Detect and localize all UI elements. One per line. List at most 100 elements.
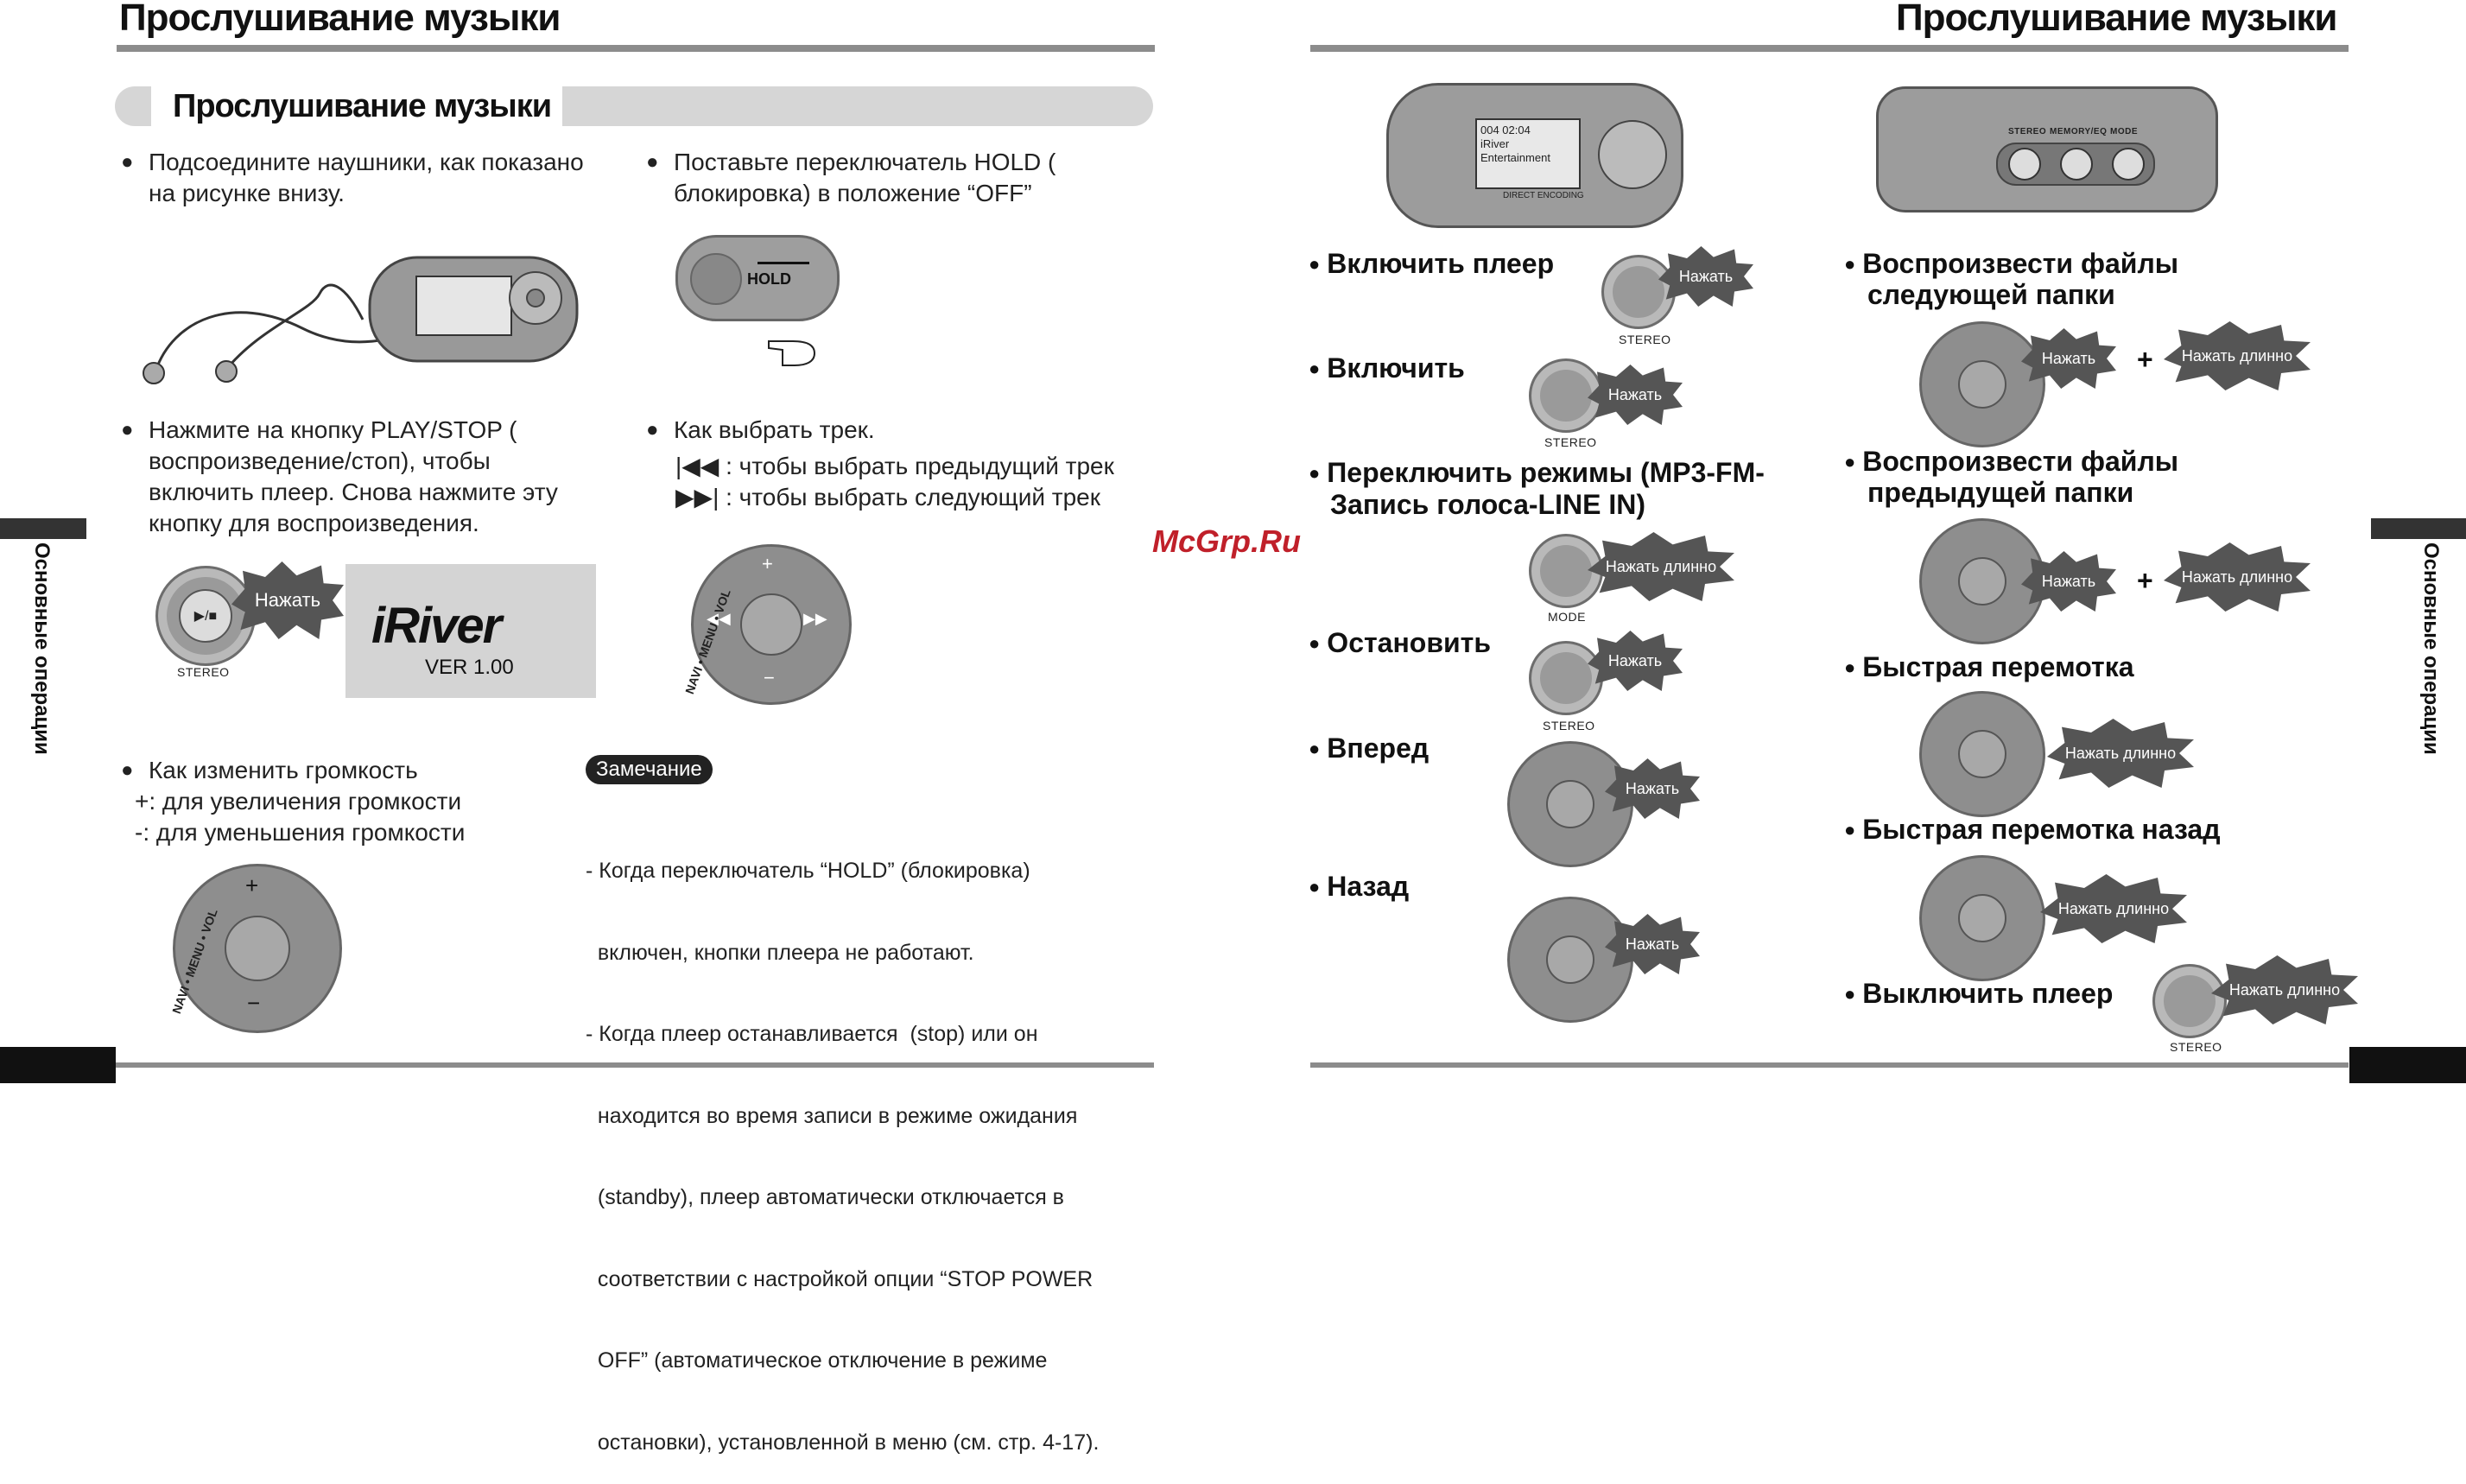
track-prev-row: |◀◀ : чтобы выбрать предыдущий трек: [675, 451, 1114, 482]
nav-pad-track-symbols: + − ◀◀ ▶▶: [691, 544, 846, 700]
pad-plus-icon: +: [762, 553, 773, 574]
press-burst-2: Нажать: [1588, 365, 1683, 425]
bullet-play-line1: Нажмите на кнопку PLAY/STOP (: [149, 416, 517, 443]
bullet-volume: Как изменить громкость +: для увеличения…: [121, 755, 465, 848]
note-line-1: - Когда переключатель “HOLD” (блокировка…: [586, 859, 1030, 883]
note-badge: Замечание: [586, 755, 713, 784]
back-pad: [1507, 897, 1633, 1023]
nav-pad-volume: [173, 864, 342, 1033]
logo-text: iRiver: [371, 598, 502, 654]
nav-pad-volume-symbols: + −: [173, 864, 337, 1028]
track-prev-text: : чтобы выбрать предыдущий трек: [726, 453, 1114, 479]
press-long-burst-r2: Нажать длинно: [2164, 542, 2311, 612]
fast-forward-pad: [1919, 691, 2045, 817]
note-line-7: OFF” (автоматическое отключение в режиме: [586, 1348, 1048, 1373]
next-folder-pad: [1919, 321, 2045, 447]
player-with-earphones-illustration: [143, 256, 579, 384]
left-side-tab-bar: [0, 518, 86, 539]
track-next-text: : чтобы выбрать следующий трек: [726, 484, 1101, 511]
action-prev-folder-line2: предыдущей папки: [1867, 477, 2134, 508]
bullet-hold: Поставьте переключатель HOLD ( блокировк…: [646, 147, 1056, 209]
caption-r5: STEREO: [2170, 1040, 2222, 1054]
note-line-5: (standby), плеер автоматически отключает…: [586, 1185, 1064, 1209]
action-prev-folder: Воспроизвести файлы: [1844, 446, 2178, 480]
action-power-on: Включить: [1309, 352, 1465, 387]
bullet-hold-line1: Поставьте переключатель HOLD (: [674, 149, 1056, 175]
top-button-ab: [2060, 148, 2093, 181]
action-switch-modes: Переключить режимы (MP3-FM-: [1309, 457, 1765, 491]
action-back: Назад: [1309, 871, 1409, 905]
note-text: - Когда переключатель “HOLD” (блокировка…: [586, 803, 1099, 1484]
action-power-on-player: Включить плеер: [1309, 248, 1554, 282]
action-next-folder: Воспроизвести файлы: [1844, 248, 2178, 282]
pad-prev-icon: ◀◀: [707, 610, 731, 627]
action-forward: Вперед: [1309, 732, 1429, 767]
left-bottom-tab: [0, 1047, 116, 1083]
caption-2: STEREO: [1544, 435, 1597, 449]
left-title-rule: [117, 45, 1155, 52]
top-button-mode: [2112, 148, 2145, 181]
section-title: Прослушивание музыки: [173, 88, 552, 124]
note-line-4: находится во время записи в режиме ожида…: [586, 1103, 1078, 1128]
bullet-connect: Подсоедините наушники, как показано на р…: [121, 147, 584, 209]
bullet-connect-line1: Подсоедините наушники, как показано: [149, 149, 584, 175]
device-screen-line1: 004 02:04: [1480, 124, 1531, 136]
track-next-row: ▶▶| : чтобы выбрать следующий трек: [675, 482, 1100, 513]
bullet-play: Нажмите на кнопку PLAY/STOP ( воспроизве…: [121, 415, 558, 539]
action-rewind: Быстрая перемотка назад: [1844, 814, 2220, 848]
device-screen-line3: Entertainment: [1480, 151, 1550, 164]
caption-1: STEREO: [1619, 333, 1671, 346]
stop-button: [1529, 641, 1603, 715]
bullet-play-line3: включить плеер. Снова нажмите эту: [149, 479, 558, 505]
right-page-title: Прослушивание музыки: [1896, 0, 2337, 39]
volume-minus-icon: −: [247, 990, 261, 1016]
version-text: VER 1.00: [425, 656, 514, 679]
power-off-button: [2152, 964, 2227, 1038]
left-side-tab: Основные операции: [30, 542, 54, 755]
action-next-folder-line2: следующей папки: [1867, 279, 2115, 310]
right-side-tab-bar: [2371, 518, 2466, 539]
plus-r1: +: [2137, 344, 2153, 375]
bullet-play-line4: кнопку для воспроизведения.: [149, 510, 479, 536]
prev-folder-pad: [1919, 518, 2045, 644]
pad-minus-icon: −: [764, 667, 775, 688]
bullet-connect-line2: на рисунке внизу.: [149, 180, 345, 206]
pad-next-icon: ▶▶: [803, 610, 827, 627]
right-side-tab: Основные операции: [2419, 542, 2443, 755]
bullet-volume-line1: Как изменить громкость: [149, 757, 418, 783]
note-line-8: остановки), установленной в меню (см. ст…: [586, 1430, 1100, 1455]
device-screen: 004 02:04 iRiver Entertainment: [1475, 118, 1581, 189]
press-long-burst-r4: Нажать длинно: [2040, 874, 2187, 943]
left-bottom-rule: [116, 1062, 1154, 1068]
rewind-pad: [1919, 855, 2045, 981]
top-label-stereo: STEREO: [2008, 127, 2047, 136]
bullet-track: Как выбрать трек.: [646, 415, 875, 446]
press-long-burst-r5: Нажать длинно: [2211, 955, 2358, 1024]
device-footer: DIRECT ENCODING: [1503, 191, 1584, 200]
right-bottom-tab: [2349, 1047, 2466, 1083]
press-long-burst-r1: Нажать длинно: [2164, 321, 2311, 390]
caption-3: MODE: [1548, 610, 1586, 624]
right-bottom-rule: [1310, 1062, 2349, 1068]
right-title-rule: [1310, 45, 2349, 52]
press-long-burst-3: Нажать длинно: [1588, 532, 1734, 601]
earbud-left: [143, 362, 165, 384]
bullet-play-line2: воспроизведение/стоп), чтобы: [149, 447, 491, 474]
section-banner-label-box: [151, 86, 562, 126]
hold-switch-knob: [690, 253, 742, 305]
device-front: 004 02:04 iRiver Entertainment DIRECT EN…: [1386, 83, 1683, 228]
bullet-track-line1: Как выбрать трек.: [674, 416, 875, 443]
earbud-right: [215, 360, 238, 383]
note-line-6: соответствии с настройкой опции “STOP PO…: [586, 1266, 1094, 1291]
left-page-title: Прослушивание музыки: [119, 0, 561, 39]
device-top: STEREO MEMORY/EQ MODE: [1876, 86, 2218, 212]
action-stop: Остановить: [1309, 627, 1491, 662]
logo-panel: iRiver VER 1.00: [345, 564, 596, 698]
action-switch-modes-line2: Запись голоса-LINE IN): [1330, 489, 1645, 520]
action-power-off: Выключить плеер: [1844, 978, 2113, 1012]
power-on-player-button: [1601, 255, 1676, 329]
hold-arrow: [758, 262, 809, 264]
nav-pad-track: [691, 544, 852, 705]
hold-label: HOLD: [747, 270, 791, 288]
volume-plus-icon: +: [245, 872, 259, 898]
